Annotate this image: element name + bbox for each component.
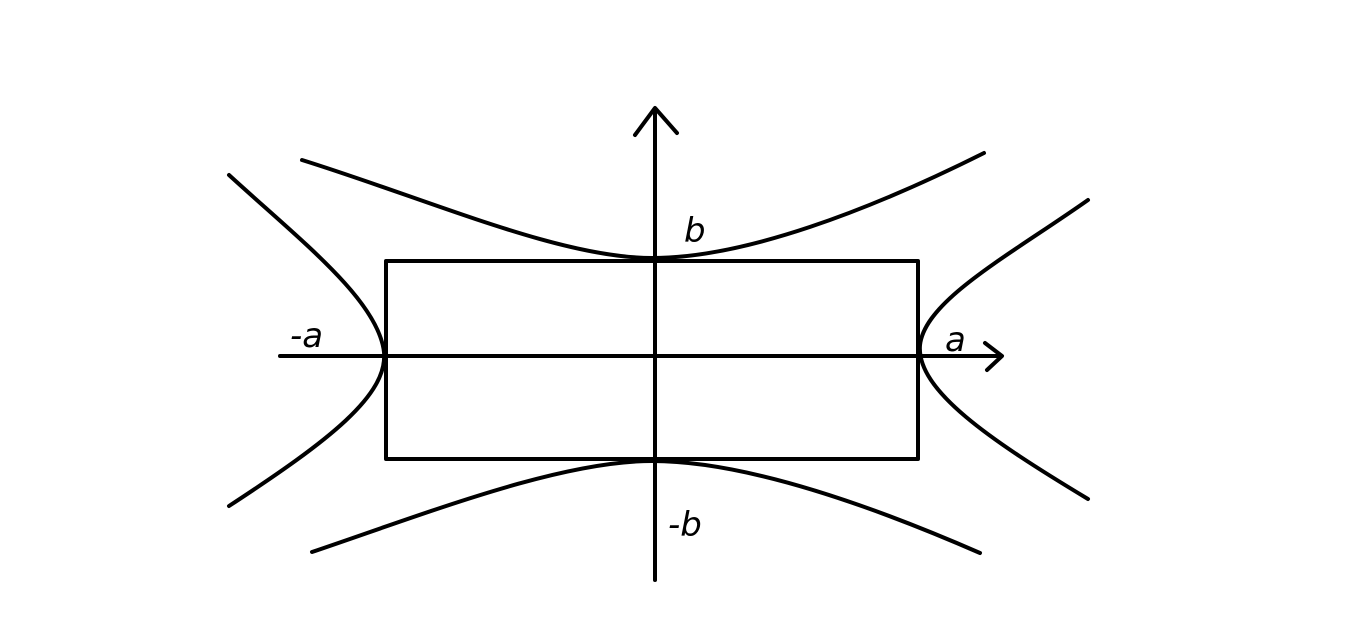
x-axis-arrowhead [983, 341, 1004, 372]
label-a-negative: -a [290, 316, 323, 356]
top-conjugate-branch [300, 151, 986, 260]
label-b-positive: b [684, 211, 706, 251]
bottom-conjugate-branch [310, 459, 982, 555]
y-axis-arrowhead [633, 106, 679, 137]
left-hyperbola-branch [227, 173, 387, 508]
right-hyperbola-branch [917, 198, 1090, 501]
central-rectangle [384, 259, 920, 461]
label-b-negative: -b [668, 505, 702, 545]
label-a-positive: a [945, 320, 966, 360]
